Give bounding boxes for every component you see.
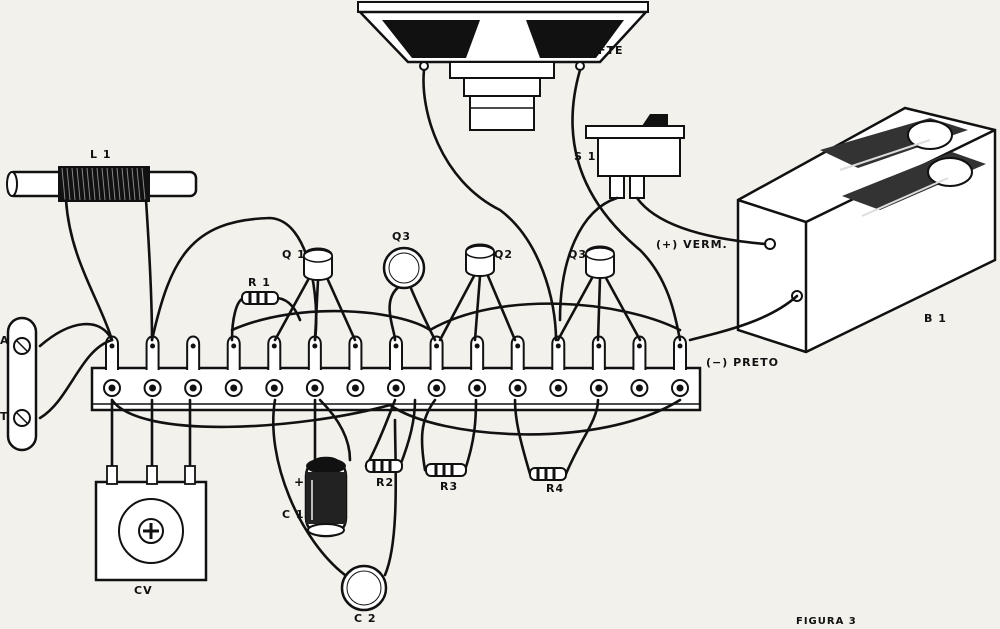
label-t: T [0,410,9,423]
strip-lug [265,335,284,397]
variable-capacitor-cv [94,465,208,582]
label-r4: R4 [546,482,564,495]
coil-turn [91,167,96,201]
coil-turn [106,167,111,201]
strip-lug [671,335,689,397]
resistor-r3 [425,463,467,477]
capacitor-c1: + [294,456,348,538]
terminal-strip [90,335,702,412]
coil-turn [131,167,136,201]
battery-holder-b1 [736,106,997,354]
strip-lug [427,335,446,397]
label-positive-red: (+) VERM. [656,238,728,251]
label-a: A [0,334,10,347]
transistor-q1 [303,247,333,281]
label-c1: C 1 [282,508,305,521]
coil-turn [101,167,106,201]
coil-turn [136,167,141,201]
label-c2: C 2 [354,612,377,625]
transistor-q3-right [585,245,615,279]
label-q1: Q 1 [282,248,306,261]
label-fte: FTE [598,44,624,57]
coil-turn [61,167,66,201]
label-r2: R2 [376,476,394,489]
transistor-q2 [465,243,495,277]
strip-lug [143,335,162,397]
label-q3-right: Q3 [568,248,587,261]
resistor-r4 [529,467,567,481]
coil-turn [116,167,121,201]
label-negative-black: (−) PRETO [706,356,779,369]
strip-lug [184,335,203,397]
label-q3-center: Q3 [392,230,411,243]
label-r1: R 1 [248,276,271,289]
coil-turn [81,167,86,201]
coil-turn [86,167,91,201]
label-cv: CV [134,584,153,597]
strip-lug [224,335,243,397]
strip-lug [630,335,649,397]
wiring [38,68,799,577]
label-l1: L 1 [90,148,112,161]
strip-lug [346,335,365,397]
label-s1: S 1 [574,150,596,163]
coil-turn [121,167,126,201]
strip-lug [589,335,608,397]
coil-turn [66,167,71,201]
antenna-ground-terminal [6,316,38,452]
strip-lug [305,335,324,397]
speaker-fte [357,1,649,131]
strip-lug [387,335,405,397]
coil-turn [126,167,131,201]
label-b1: B 1 [924,312,947,325]
strip-lug [549,335,568,397]
coil-turn [141,167,146,201]
switch-s1 [585,114,685,199]
label-r3: R3 [440,480,458,493]
figure-caption: FIGURA 3 [796,616,857,625]
strip-lug [468,335,487,397]
label-q2: Q2 [494,248,513,261]
transistor-q3-center [382,246,426,290]
resistor-r1 [241,291,279,305]
strip-lug [103,335,121,397]
svg-text:+: + [294,475,304,489]
coil-turn [96,167,101,201]
coil-l1 [6,166,198,202]
capacitor-c2 [340,564,388,612]
coil-turn [71,167,76,201]
coil-turn [76,167,81,201]
resistor-r2 [365,459,403,473]
coil-turn [111,167,116,201]
strip-lug [508,335,527,397]
